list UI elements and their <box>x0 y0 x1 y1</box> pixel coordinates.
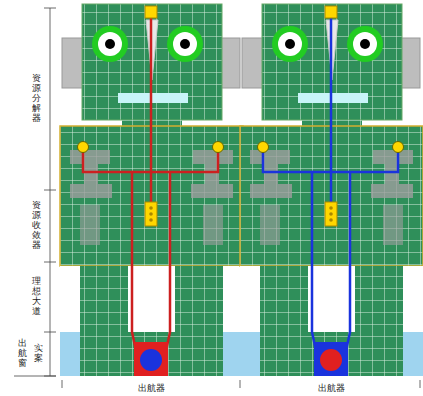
caption-label: 出航器 <box>138 382 165 395</box>
section-label: 资源收敛器 <box>32 201 41 250</box>
section-label: 资源分解器 <box>32 74 41 123</box>
section-label: 出航窗 <box>18 339 27 369</box>
section-label: 理想大道 <box>32 277 41 317</box>
section-label: 实案 <box>34 344 43 364</box>
caption-label: 出航器 <box>318 382 345 395</box>
